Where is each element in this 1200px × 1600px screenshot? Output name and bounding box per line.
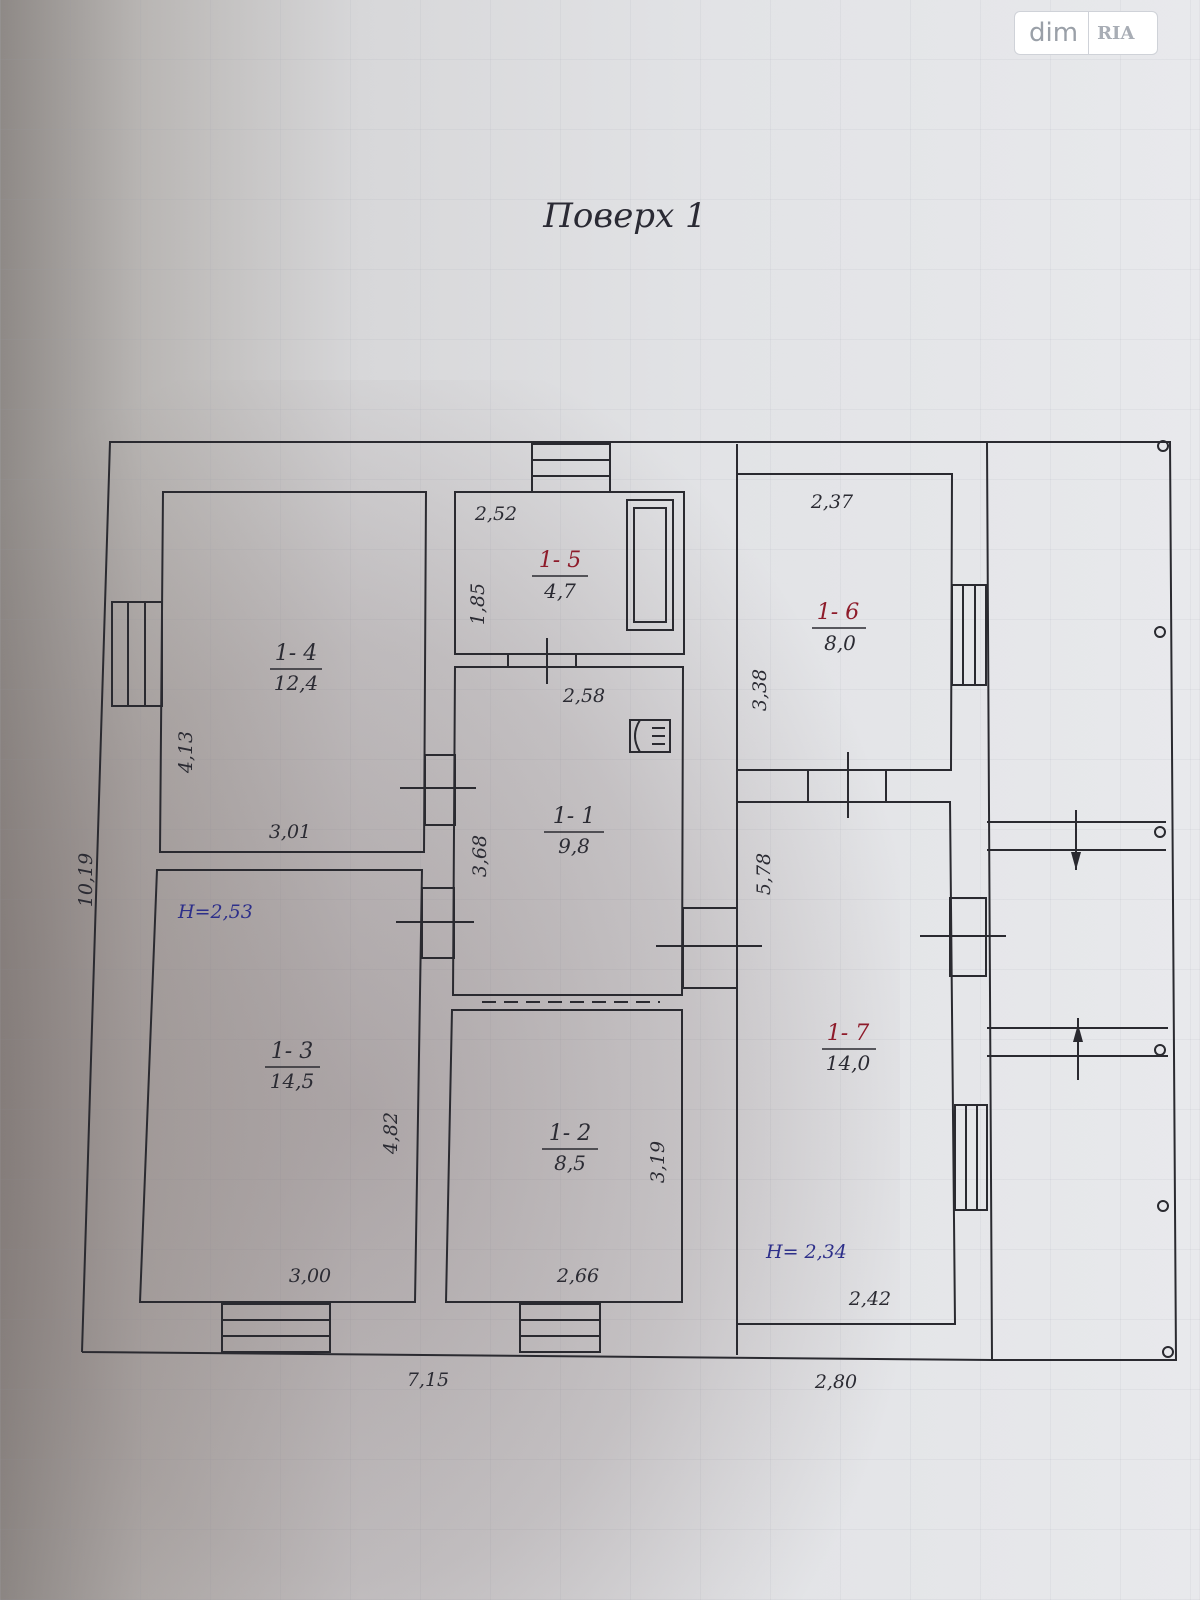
- room-1-2-outline: [444, 1009, 683, 1303]
- room-1-2-id: 1- 2: [549, 1121, 591, 1146]
- room-1-4-outline: [158, 491, 428, 853]
- window-bottom-left: [221, 1303, 331, 1353]
- floor-title: Поверх 1: [543, 196, 707, 236]
- room-1-2-area: 8,5: [554, 1151, 586, 1175]
- room-1-7-id: 1- 7: [827, 1021, 869, 1046]
- room-1-7-height-dim: 5,78: [753, 853, 775, 895]
- room-1-3-outline: [138, 869, 424, 1303]
- overall-width-left: 7,15: [407, 1369, 449, 1391]
- door-1-3: [396, 887, 474, 959]
- room-1-2-height-dim: 3,19: [647, 1141, 669, 1183]
- room-1-7-width: 2,42: [848, 1288, 891, 1310]
- door-1-6: [807, 752, 887, 818]
- room-1-1-width: 2,58: [562, 685, 605, 707]
- bathtub: [626, 499, 674, 631]
- room-1-5-height-dim: 1,85: [467, 583, 489, 625]
- door-1-5: [507, 638, 577, 684]
- room-1-6-height-dim: 3,38: [749, 669, 771, 711]
- room-1-4-width: 3,01: [269, 821, 311, 843]
- room-1-2-width: 2,66: [556, 1265, 599, 1287]
- room-1-3-id: 1- 3: [271, 1039, 313, 1064]
- window-right-upper: [951, 584, 987, 686]
- door-1-4: [400, 754, 476, 826]
- room-1-4-height-dim: 4,13: [175, 731, 197, 774]
- room-1-6-area: 8,0: [824, 631, 856, 655]
- room-1-5-width: 2,52: [474, 503, 517, 525]
- room-1-6-id: 1- 6: [817, 600, 859, 625]
- window-bottom-middle: [519, 1303, 601, 1353]
- overall-width-right: 2,80: [814, 1371, 857, 1393]
- window-top: [531, 443, 611, 493]
- overall-height: 10,19: [75, 853, 97, 907]
- window-left: [111, 601, 163, 707]
- room-1-7-area: 14,0: [826, 1051, 871, 1075]
- room-1-7-height: H= 2,34: [765, 1241, 847, 1263]
- room-1-4-id: 1- 4: [275, 641, 317, 666]
- stove: [629, 719, 671, 753]
- room-1-3-height: H=2,53: [177, 901, 253, 923]
- dim-ria-logo[interactable]: dim RIA: [1014, 11, 1158, 55]
- room-1-1-id: 1- 1: [553, 804, 595, 829]
- logo-dim-text: dim: [1015, 12, 1090, 54]
- terrace-posts: [1154, 440, 1174, 1358]
- room-1-1-height-dim: 3,68: [469, 835, 491, 877]
- room-1-4-area: 12,4: [274, 671, 319, 695]
- room-1-3-area: 14,5: [270, 1069, 315, 1093]
- room-1-1-outline: [451, 666, 685, 996]
- door-1-1-to-1-7: [656, 907, 762, 989]
- room-1-5-area: 4,7: [543, 579, 576, 603]
- entry-arrow-upper: [1071, 852, 1081, 870]
- entry-arrow-lower: [1073, 1024, 1083, 1042]
- door-1-7-to-terrace: [920, 897, 1006, 977]
- logo-ria-text: RIA: [1097, 22, 1135, 44]
- room-1-6-outline: [736, 473, 954, 771]
- terrace-outline: [987, 441, 1178, 1361]
- room-1-1-area: 9,8: [558, 834, 590, 858]
- room-1-5-id: 1- 5: [539, 548, 581, 573]
- room-1-6-width: 2,37: [810, 491, 854, 513]
- room-1-3-width: 3,00: [289, 1265, 331, 1287]
- room-1-3-height-dim: 4,82: [380, 1112, 402, 1155]
- window-right-lower: [954, 1104, 988, 1211]
